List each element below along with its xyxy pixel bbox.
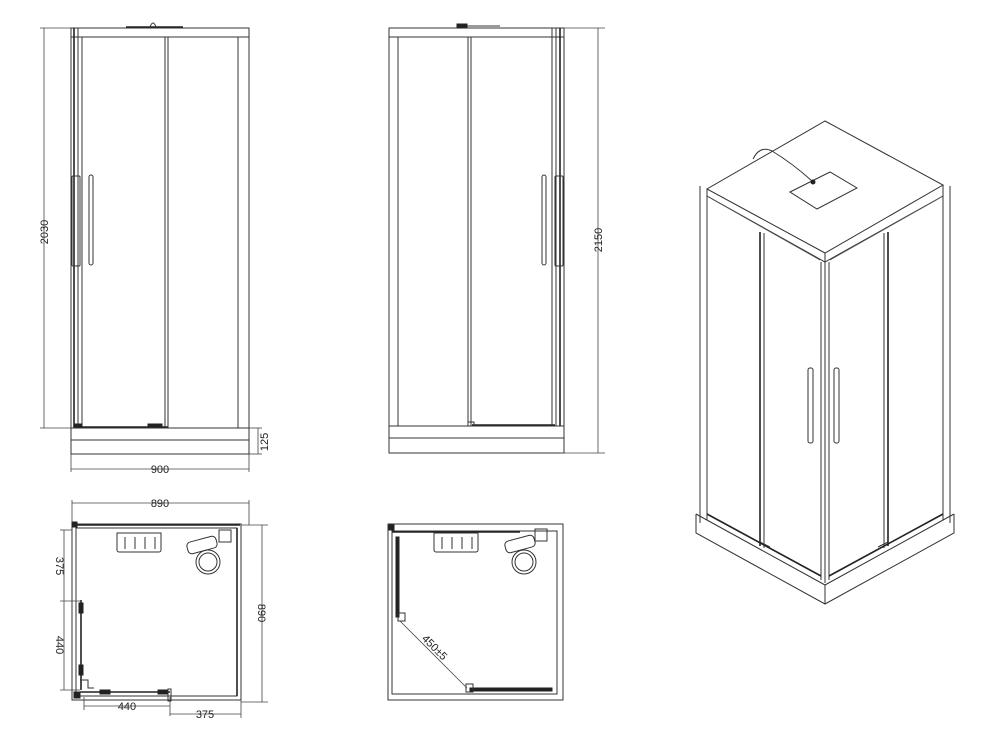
dim-label-375-left: 375 — [53, 557, 65, 575]
plan-view-right — [387, 523, 564, 701]
dim-label-890-top: 890 — [151, 498, 169, 510]
dim-label-440-bottom: 440 — [118, 701, 136, 713]
dim-label-440-left: 440 — [53, 636, 65, 654]
dim-label-125: 125 — [259, 433, 271, 451]
dim-label-diagonal: 450±5 — [419, 633, 449, 663]
dim-label-2030: 2030 — [39, 220, 51, 244]
dim-label-375-bottom: 375 — [196, 709, 214, 721]
front-view-left — [40, 22, 262, 472]
dim-label-890-right: 890 — [255, 604, 267, 622]
dim-label-2150: 2150 — [593, 228, 605, 252]
isometric-view — [695, 120, 955, 605]
plan-view-left — [60, 500, 268, 718]
front-view-right — [388, 23, 605, 454]
dim-label-900: 900 — [151, 464, 169, 476]
